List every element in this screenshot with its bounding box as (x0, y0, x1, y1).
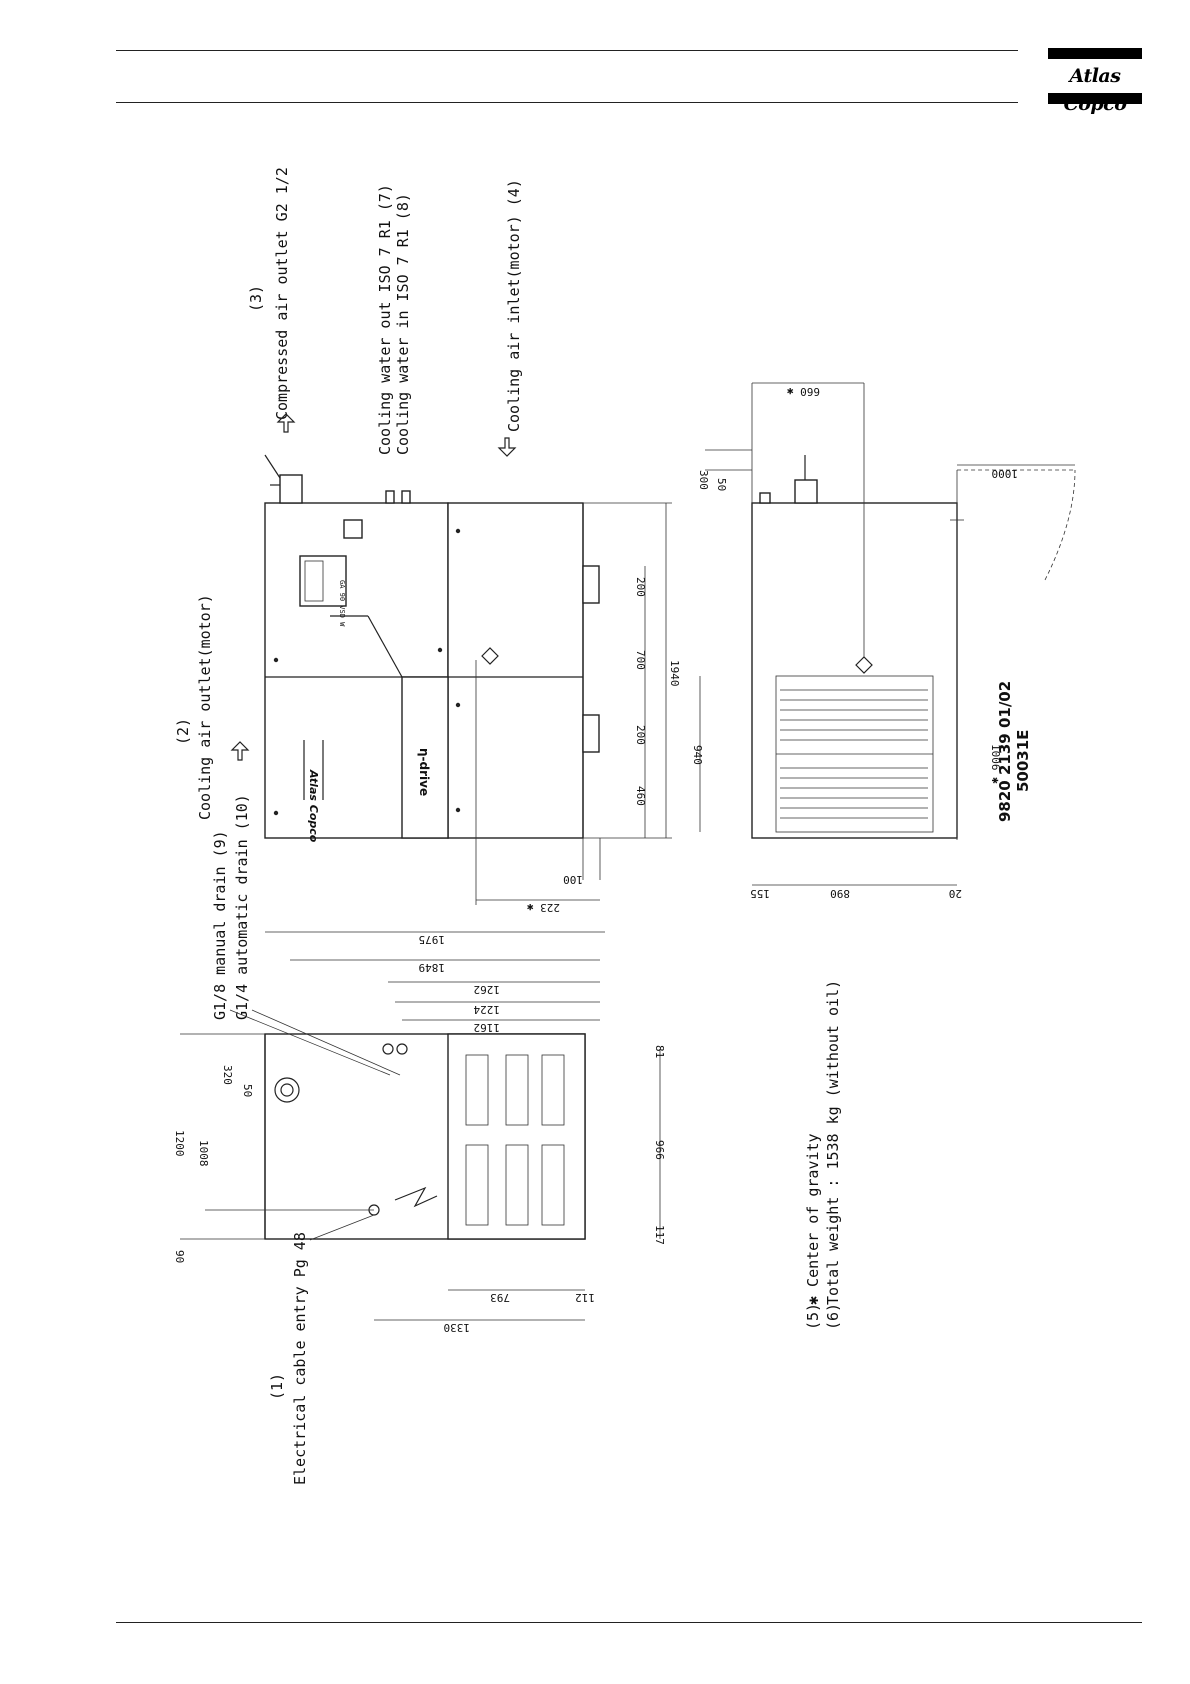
dim-1262: 1262 (474, 983, 501, 996)
label-3-number: (3) (247, 285, 265, 312)
drawing-number: 9820 2139 01/02 (996, 681, 1014, 822)
dim-1200: 1200 (173, 1130, 186, 1157)
label-6: Total weight : 1538 kg (without oil) (824, 980, 842, 1305)
dim-1006: 1006 ✱ (989, 744, 1002, 784)
dim-200-bottom: 200 (634, 725, 647, 745)
header-rule-top (116, 50, 1018, 51)
label-7: Cooling water out ISO 7 R1 (7) (376, 184, 394, 455)
label-1: Electrical cable entry Pg 48 (291, 1232, 309, 1485)
front-view: GA 90 VSD W Atlas Copco η-drive (264, 454, 672, 843)
label-1-number: (1) (268, 1373, 286, 1400)
dim-320: 320 (221, 1065, 234, 1085)
dim-1000: 1000 (992, 467, 1019, 480)
label-6-number: (6) (824, 1303, 842, 1330)
dim-460: 460 (634, 786, 647, 806)
dim-940: 940 (691, 745, 704, 765)
dim-90: 90 (173, 1250, 186, 1263)
header-rule-bottom (116, 102, 1018, 103)
front-view-dimensions: 1940 200 700 200 460 100 223 ✱ (475, 503, 681, 914)
dim-660: 660 ✱ (787, 385, 820, 398)
dim-155: 155 (750, 887, 770, 900)
arrow-up-icon-2 (230, 741, 250, 761)
label-5-number: (5) (804, 1303, 822, 1330)
dim-1008: 1008 (197, 1140, 210, 1167)
dim-200-top: 200 (634, 577, 647, 597)
dim-300: 300 (697, 470, 710, 490)
drive-label-text: η-drive (417, 748, 431, 796)
dim-793: 793 (490, 1291, 510, 1304)
annotation-labels: (3) Compressed air outlet G2 1/2 Cooling… (174, 167, 1032, 1485)
panel-brand-text: Atlas Copco (307, 769, 320, 843)
dim-1330: 1330 (444, 1321, 471, 1334)
label-4: Cooling air inlet(motor) (4) (505, 179, 523, 432)
dim-50-side: 50 (715, 478, 728, 491)
arrow-down-icon (497, 437, 517, 457)
dim-966: 966 (653, 1140, 666, 1160)
label-9: G1/8 manual drain (9) (211, 830, 229, 1020)
footer-rule (116, 1622, 1142, 1623)
rear-view-dimensions: 1975 1849 1262 1224 1162 1200 1008 320 5… (173, 931, 666, 1334)
dim-1849: 1849 (419, 961, 446, 974)
dim-1940: 1940 (668, 660, 681, 687)
dim-81: 81 (653, 1045, 666, 1058)
dim-117: 117 (653, 1225, 666, 1245)
atlas-copco-logo: Atlas Copco (1048, 48, 1142, 115)
rear-view (264, 1033, 586, 1240)
label-5: ✱ Center of gravity (804, 1133, 822, 1305)
dim-112: 112 (575, 1291, 595, 1304)
dim-50-rear: 50 (241, 1084, 254, 1097)
dim-700: 700 (634, 650, 647, 670)
dim-223: 223 ✱ (527, 901, 560, 914)
label-10: G1/4 automatic drain (10) (233, 794, 251, 1020)
label-3: Compressed air outlet G2 1/2 (273, 167, 291, 420)
dim-100: 100 (563, 873, 583, 886)
label-8: Cooling water in ISO 7 R1 (8) (394, 193, 412, 455)
side-view-dimensions: 660 ✱ 300 50 1000 940 155 890 20 1006 ✱ (691, 382, 1075, 900)
dim-890: 890 (830, 887, 850, 900)
side-view (751, 383, 1076, 840)
dim-1162: 1162 (474, 1021, 501, 1034)
dim-1975: 1975 (419, 933, 446, 946)
sheet-reference: 50031E (1014, 730, 1032, 792)
arrow-up-icon (276, 413, 296, 433)
dim-20: 20 (949, 887, 962, 900)
dim-1224: 1224 (473, 1003, 500, 1016)
label-2-number: (2) (174, 718, 192, 745)
model-plate-text: GA 90 VSD W (338, 580, 346, 627)
label-2: Cooling air outlet(motor) (196, 594, 214, 820)
